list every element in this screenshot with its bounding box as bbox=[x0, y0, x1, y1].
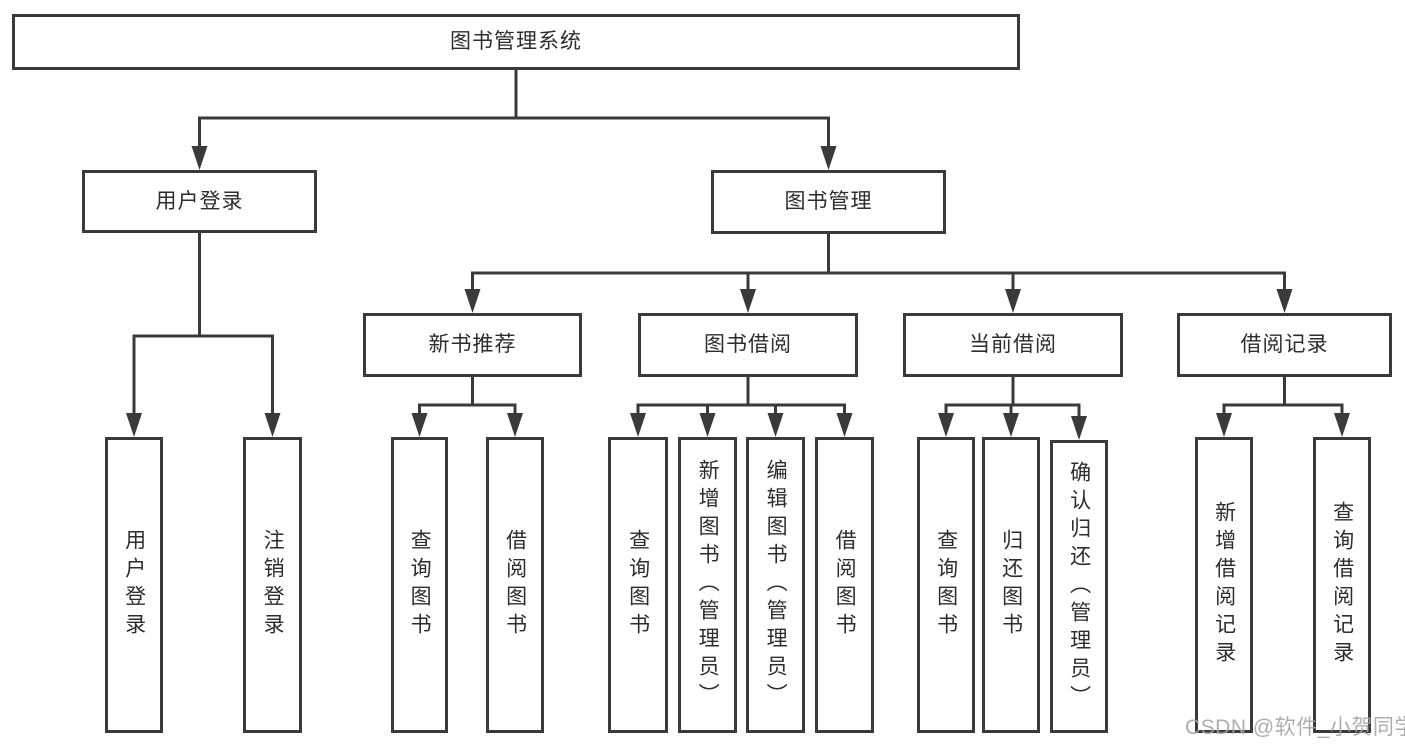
node-borrowing-records: 借阅记录 bbox=[1177, 313, 1392, 377]
node-new-book-recommendation: 新书推荐 bbox=[363, 313, 582, 377]
node-book-borrowing: 图书借阅 bbox=[638, 313, 858, 377]
leaf-logout: 注销登录 bbox=[243, 437, 302, 733]
leaf-recommend-borrow-book: 借阅图书 bbox=[486, 437, 544, 733]
leaf-borrow-add-book-admin: 新增图书（管理员） bbox=[678, 437, 737, 733]
leaf-borrow-borrow-book: 借阅图书 bbox=[815, 437, 874, 733]
leaf-current-query-book: 查询图书 bbox=[917, 437, 975, 733]
watermark: CSDN @软件_小贺同学 bbox=[1185, 716, 1405, 739]
leaf-borrow-edit-book-admin: 编辑图书（管理员） bbox=[746, 437, 805, 733]
leaf-current-return-book: 归还图书 bbox=[982, 437, 1040, 733]
node-current-borrowing: 当前借阅 bbox=[903, 313, 1123, 377]
node-user-login: 用户登录 bbox=[82, 170, 317, 233]
leaf-borrow-query-book: 查询图书 bbox=[608, 437, 668, 733]
leaf-records-query-record: 查询借阅记录 bbox=[1313, 437, 1371, 733]
leaf-recommend-query-book: 查询图书 bbox=[391, 437, 448, 733]
node-book-management: 图书管理 bbox=[711, 170, 946, 234]
leaf-records-add-record: 新增借阅记录 bbox=[1195, 437, 1253, 733]
leaf-user-login: 用户登录 bbox=[105, 437, 163, 733]
leaf-current-confirm-return-admin: 确认归还（管理员） bbox=[1050, 440, 1108, 733]
node-library-management-system: 图书管理系统 bbox=[12, 14, 1020, 70]
